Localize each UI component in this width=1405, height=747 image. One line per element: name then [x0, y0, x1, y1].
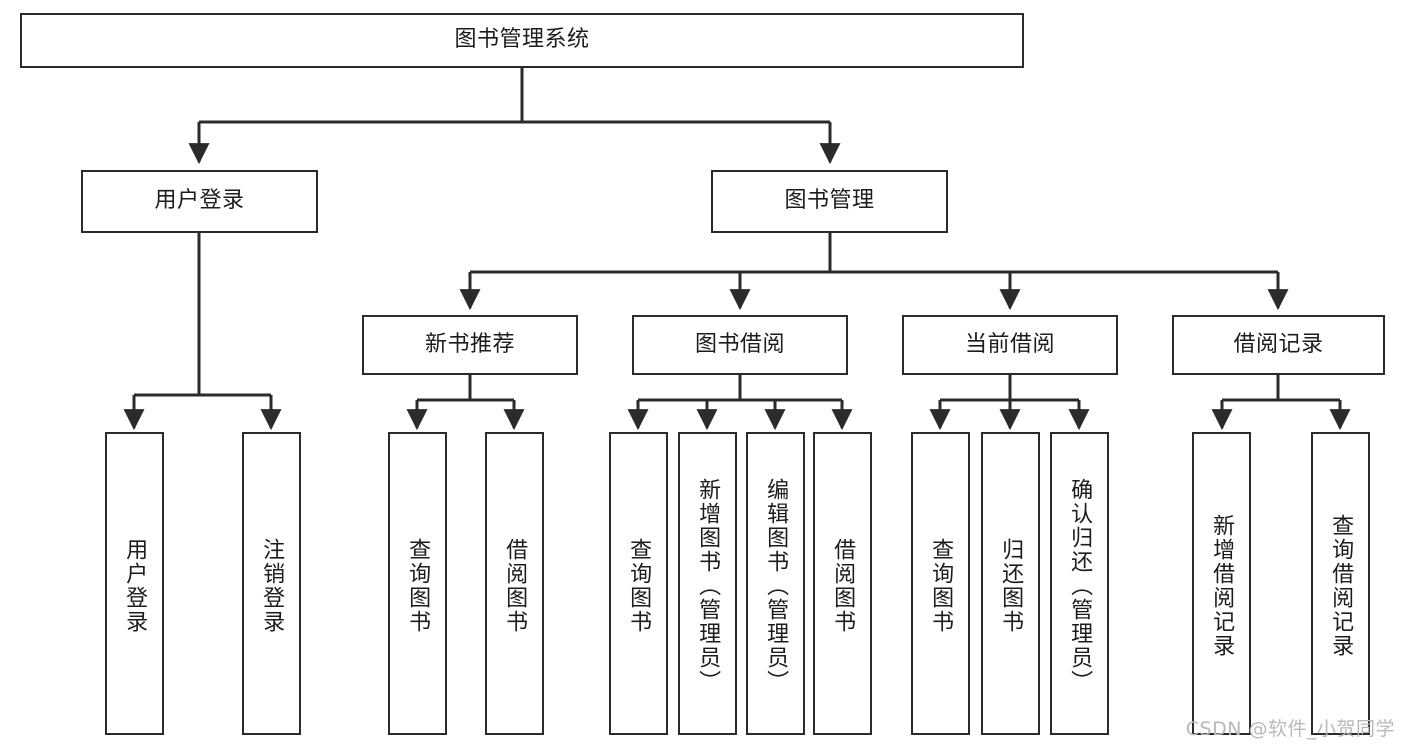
watermark-text: CSDN @软件_小贺同学: [1185, 718, 1395, 740]
node-user-login[interactable]: 用户登录: [81, 170, 318, 233]
leaf-label: 查询借阅记录: [1328, 513, 1354, 658]
leaf-label: 查询图书: [405, 537, 431, 634]
node-label: 借阅记录: [1233, 331, 1324, 357]
node-current-borrow[interactable]: 当前借阅: [902, 315, 1118, 375]
node-book-management[interactable]: 图书管理: [711, 170, 948, 233]
node-label: 用户登录: [154, 188, 245, 214]
leaf-label: 归还图书: [998, 537, 1024, 634]
leaf-label: 借阅图书: [502, 537, 528, 634]
leaf-label: 确认归还（管理员）: [1067, 477, 1093, 694]
node-borrow-record[interactable]: 借阅记录: [1172, 315, 1385, 375]
node-label: 图书借阅: [694, 331, 785, 357]
leaf-label: 查询图书: [928, 537, 954, 634]
leaf-new-book-query[interactable]: 查询图书: [388, 432, 447, 735]
leaf-label: 查询图书: [626, 537, 652, 634]
node-new-book-recommend[interactable]: 新书推荐: [362, 315, 578, 375]
leaf-label: 用户登录: [122, 537, 148, 634]
node-label: 新书推荐: [424, 331, 515, 357]
leaf-book-borrow-borrow[interactable]: 借阅图书: [813, 432, 872, 735]
node-label: 当前借阅: [964, 331, 1055, 357]
leaf-book-borrow-add-admin[interactable]: 新增图书（管理员）: [678, 432, 737, 735]
leaf-borrow-record-add[interactable]: 新增借阅记录: [1192, 432, 1251, 735]
node-root-book-management-system[interactable]: 图书管理系统: [20, 13, 1024, 68]
node-label: 图书管理: [784, 188, 875, 214]
leaf-label: 注销登录: [259, 537, 285, 634]
leaf-current-borrow-confirm-admin[interactable]: 确认归还（管理员）: [1050, 432, 1109, 735]
leaf-current-borrow-return[interactable]: 归还图书: [981, 432, 1040, 735]
node-book-borrow[interactable]: 图书借阅: [632, 315, 848, 375]
leaf-label: 借阅图书: [830, 537, 856, 634]
leaf-book-borrow-edit-admin[interactable]: 编辑图书（管理员）: [746, 432, 805, 735]
leaf-book-borrow-query[interactable]: 查询图书: [609, 432, 668, 735]
leaf-label: 编辑图书（管理员）: [763, 477, 789, 694]
leaf-user-login-login[interactable]: 用户登录: [105, 432, 164, 735]
leaf-user-login-logout[interactable]: 注销登录: [242, 432, 301, 735]
leaf-current-borrow-query[interactable]: 查询图书: [911, 432, 970, 735]
leaf-label: 新增图书（管理员）: [695, 477, 721, 694]
node-label: 图书管理系统: [454, 27, 590, 53]
leaf-label: 新增借阅记录: [1209, 513, 1235, 658]
leaf-new-book-borrow[interactable]: 借阅图书: [485, 432, 544, 735]
leaf-borrow-record-query[interactable]: 查询借阅记录: [1311, 432, 1370, 735]
